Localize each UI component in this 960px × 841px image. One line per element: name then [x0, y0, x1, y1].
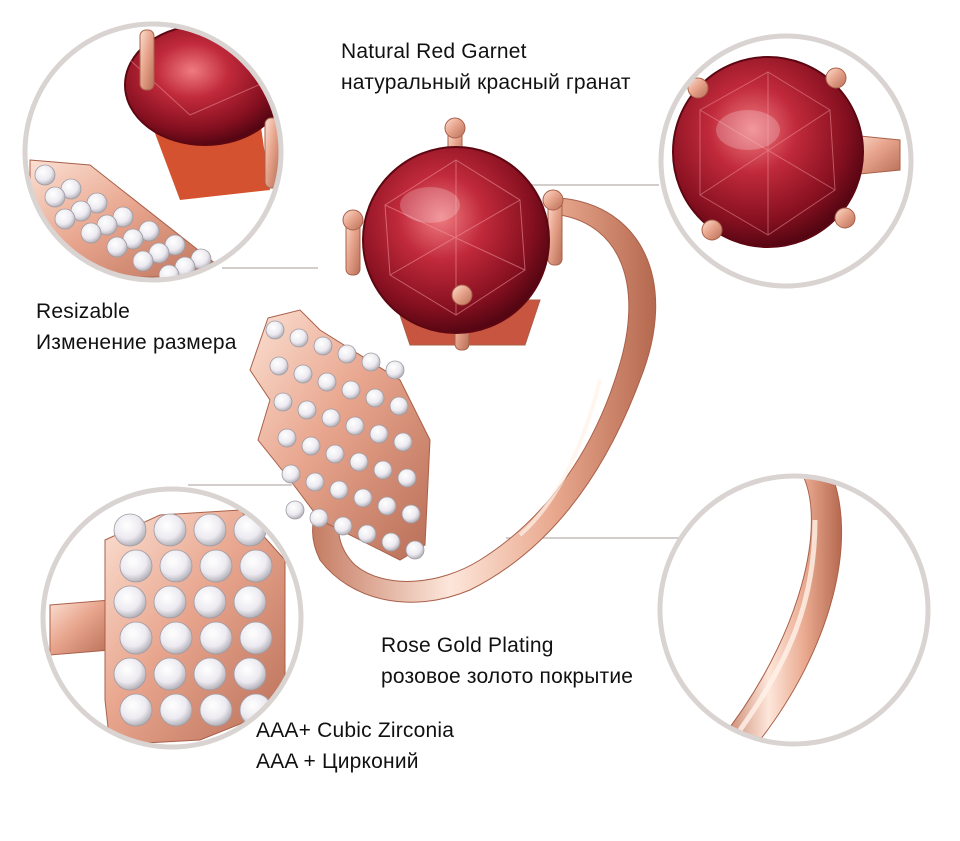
zirconia-stone — [365, 388, 385, 408]
zirconia-stone — [373, 460, 393, 480]
zirconia-stone — [159, 621, 193, 655]
zirconia-stone — [301, 436, 321, 456]
detail-circle-zirconia — [40, 486, 304, 750]
zirconia-stone — [119, 621, 153, 655]
zirconia-stone — [193, 585, 227, 619]
zirconia-stone — [305, 472, 325, 492]
zirconia-stone — [277, 428, 297, 448]
zirconia-stone — [377, 496, 397, 516]
zirconia-stone — [44, 186, 66, 208]
detail-circle-prongs — [22, 21, 284, 283]
detail-circle-garnet — [658, 33, 914, 289]
zirconia-stone — [309, 508, 329, 528]
zirconia-stone — [132, 250, 154, 272]
label-garnet-ru: натуральный красный гранат — [341, 71, 631, 94]
zirconia-stone — [106, 236, 128, 258]
label-plating-en: Rose Gold Plating — [381, 634, 554, 657]
zirconia-stone — [200, 270, 222, 280]
zirconia-stone — [159, 693, 193, 727]
zirconia-stone — [113, 657, 147, 691]
pave-stones — [265, 320, 425, 560]
label-garnet: Natural Red Garnet натуральный красный г… — [341, 36, 631, 98]
zirconia-stone — [153, 585, 187, 619]
label-plating: Rose Gold Plating розовое золото покрыти… — [381, 630, 633, 692]
zirconia-stone — [357, 524, 377, 544]
zirconia-stone — [405, 540, 425, 560]
zirconia-stone — [393, 432, 413, 452]
zirconia-stone — [233, 585, 267, 619]
zirconia-stone — [273, 392, 293, 412]
zirconia-stone — [233, 513, 267, 547]
zirconia-stone — [269, 356, 289, 376]
zirconia-stone — [80, 222, 102, 244]
zirconia-stone — [199, 693, 233, 727]
zirconia-stone — [389, 396, 409, 416]
cz-stones-top-left — [34, 164, 222, 280]
ring-main — [249, 117, 657, 603]
zirconia-stone — [159, 549, 193, 583]
zirconia-stone — [317, 372, 337, 392]
zirconia-stone — [193, 513, 227, 547]
zirconia-stone — [289, 328, 309, 348]
zirconia-stone — [239, 621, 273, 655]
label-plating-ru: розовое золото покрытие — [381, 665, 634, 688]
zirconia-stone — [281, 464, 301, 484]
zirconia-stone — [199, 621, 233, 655]
zirconia-stone — [54, 208, 76, 230]
zirconia-stone — [401, 504, 421, 524]
zirconia-stone — [293, 364, 313, 384]
detail-circle-band — [657, 473, 931, 747]
zirconia-stone — [119, 549, 153, 583]
zirconia-stone — [345, 416, 365, 436]
zirconia-stone — [193, 657, 227, 691]
zirconia-stone — [353, 488, 373, 508]
label-resizable: Resizable Изменение размера — [36, 296, 237, 358]
label-zirconia-en: AAA+ Cubic Zirconia — [256, 719, 455, 742]
zirconia-stone — [325, 444, 345, 464]
zirconia-stone — [34, 164, 56, 186]
label-zirconia: AAA+ Cubic Zirconia AAA + Цирконий — [256, 715, 454, 777]
zirconia-stone — [329, 480, 349, 500]
zirconia-stone — [285, 500, 305, 520]
zirconia-stone — [199, 549, 233, 583]
zirconia-stone — [397, 468, 417, 488]
zirconia-stone — [381, 532, 401, 552]
zirconia-stone — [341, 380, 361, 400]
zirconia-stone — [113, 513, 147, 547]
zirconia-stone — [297, 400, 317, 420]
zirconia-stone — [153, 657, 187, 691]
zirconia-stone — [321, 408, 341, 428]
zirconia-stone — [361, 352, 381, 372]
zirconia-stone — [153, 513, 187, 547]
zirconia-stone — [265, 320, 285, 340]
label-garnet-en: Natural Red Garnet — [341, 40, 527, 63]
zirconia-stone — [369, 424, 389, 444]
label-resizable-en: Resizable — [36, 300, 131, 323]
zirconia-stone — [119, 693, 153, 727]
zirconia-stone — [233, 657, 267, 691]
pave-panel — [249, 309, 431, 561]
cz-stones-bottom-left — [113, 513, 273, 727]
zirconia-stone — [239, 549, 273, 583]
label-resizable-ru: Изменение размера — [36, 331, 237, 354]
zirconia-stone — [333, 516, 353, 536]
zirconia-stone — [337, 344, 357, 364]
label-zirconia-ru: AAA + Цирконий — [256, 750, 419, 773]
zirconia-stone — [113, 585, 147, 619]
zirconia-stone — [385, 360, 405, 380]
zirconia-stone — [313, 336, 333, 356]
zirconia-stone — [349, 452, 369, 472]
